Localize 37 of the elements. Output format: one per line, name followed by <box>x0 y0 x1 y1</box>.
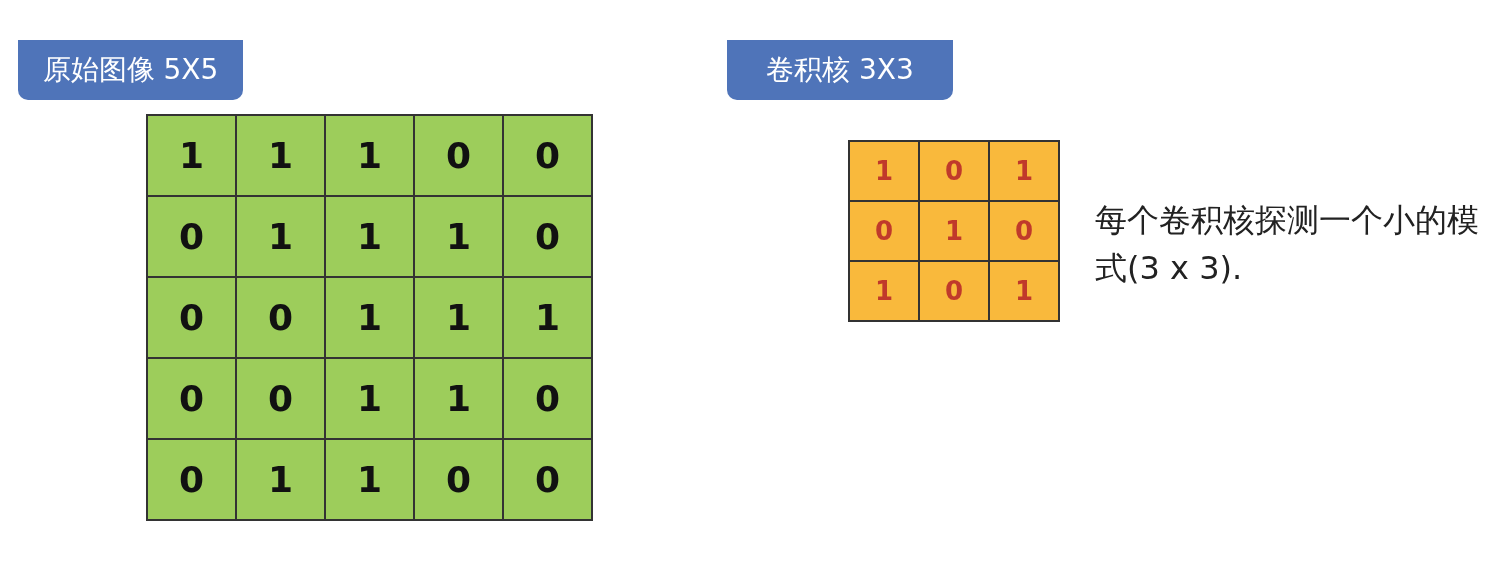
title-tab: 原始图像 5X5 <box>18 40 243 100</box>
matrix-cell: 0 <box>414 439 503 520</box>
matrix-cell: 1 <box>414 358 503 439</box>
matrix-cell: 0 <box>919 261 989 321</box>
note-text: 每个卷积核探测一个小的模式(3 x 3). <box>1095 200 1480 289</box>
matrix-cell: 0 <box>236 358 325 439</box>
matrix-cell: 1 <box>325 115 414 196</box>
matrix-cell: 0 <box>414 115 503 196</box>
matrix-cell: 1 <box>414 196 503 277</box>
matrix-cell: 0 <box>849 201 919 261</box>
title-tab: 卷积核 3X3 <box>727 40 953 100</box>
matrix-cell: 1 <box>325 358 414 439</box>
matrix-cell: 1 <box>919 201 989 261</box>
matrix-cell: 0 <box>989 201 1059 261</box>
matrix-cell: 0 <box>147 358 236 439</box>
matrix-cell: 0 <box>147 439 236 520</box>
matrix-cell: 0 <box>236 277 325 358</box>
matrix-cell: 0 <box>503 115 592 196</box>
matrix-cell: 1 <box>414 277 503 358</box>
matrix-cell: 0 <box>147 196 236 277</box>
matrix-cell: 1 <box>236 439 325 520</box>
matrix-cell: 1 <box>236 196 325 277</box>
matrix-cell: 0 <box>503 358 592 439</box>
matrix-cell: 1 <box>325 277 414 358</box>
matrix-cell: 1 <box>236 115 325 196</box>
matrix-cell: 0 <box>503 196 592 277</box>
matrix-cell: 1 <box>325 196 414 277</box>
matrix-cell: 0 <box>147 277 236 358</box>
matrix-cell: 0 <box>919 141 989 201</box>
matrix-cell: 1 <box>503 277 592 358</box>
matrix-cell: 1 <box>849 141 919 201</box>
matrix-cell: 1 <box>989 261 1059 321</box>
matrix-cell: 1 <box>989 141 1059 201</box>
matrix-cell: 1 <box>147 115 236 196</box>
matrix-cell: 1 <box>325 439 414 520</box>
matrix-cell: 0 <box>503 439 592 520</box>
matrix-cell: 1 <box>849 261 919 321</box>
